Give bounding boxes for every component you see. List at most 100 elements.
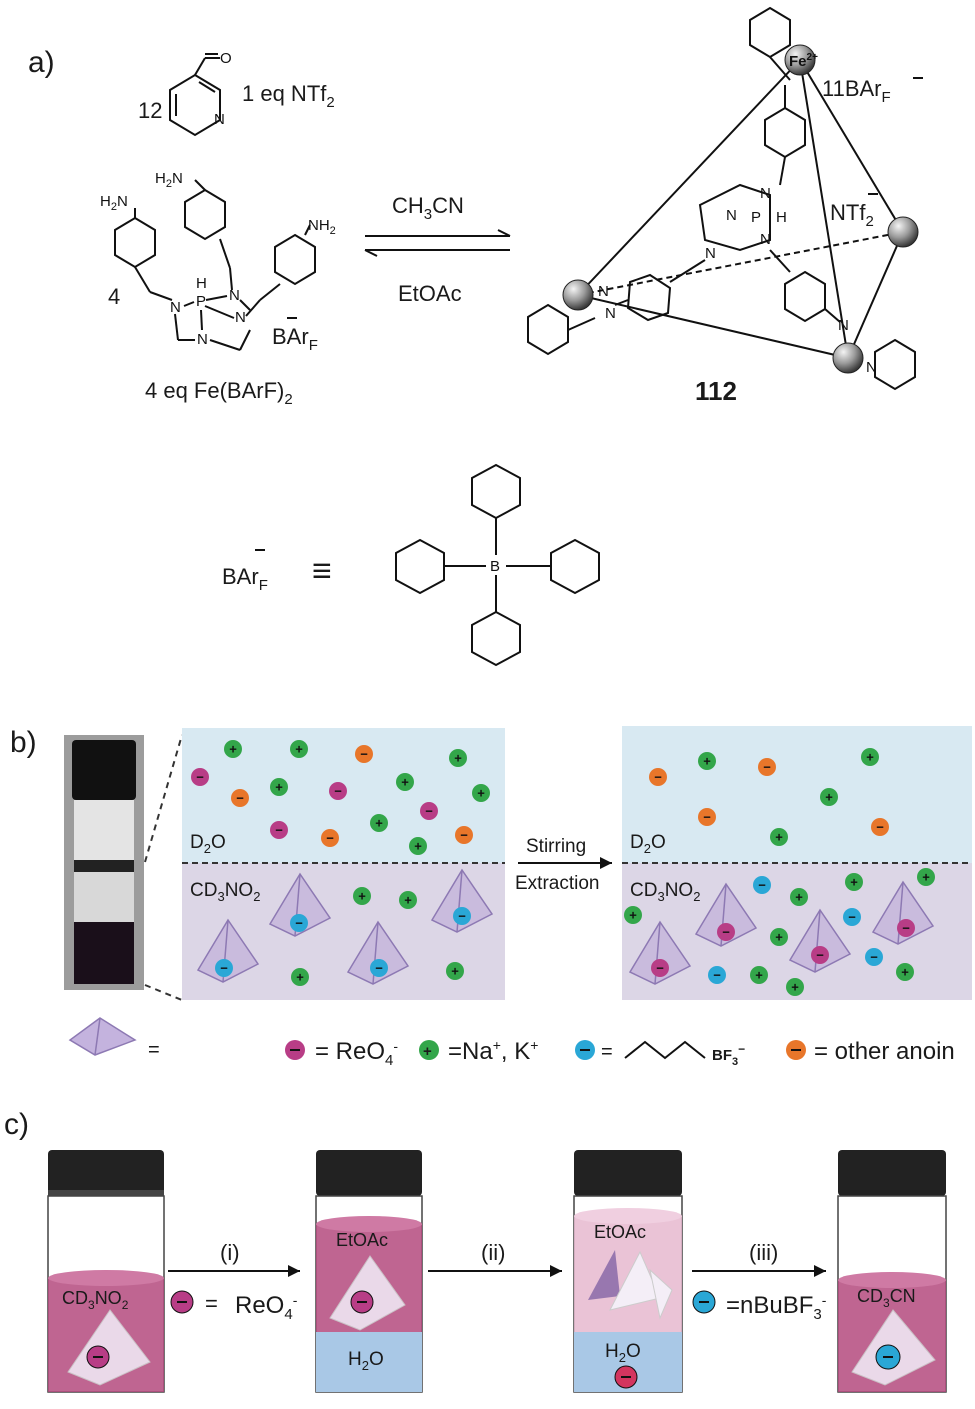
vial-cap [838, 1150, 946, 1196]
bond [183, 301, 195, 307]
zoom-line [144, 734, 183, 863]
ion-charge-sign: + [295, 742, 303, 757]
forward-solvent: CH3CN [392, 193, 464, 223]
cation-ion [449, 749, 467, 767]
bond [239, 329, 251, 351]
amine-group: H2N [100, 193, 128, 213]
cage-edge [799, 59, 849, 359]
cage-edge [799, 59, 904, 233]
ion-charge-sign: + [477, 786, 485, 801]
ion-charge-sign: − [816, 948, 824, 963]
aryl-ring [471, 463, 521, 520]
cage-legend-equals: = [148, 1039, 160, 1061]
cation-ion [896, 963, 914, 981]
reo4-legend-label: = ReO4- [315, 1038, 398, 1069]
ion-charge-sign: + [703, 754, 711, 769]
water-phase-label: D2O [630, 832, 666, 856]
step-iii: (iii) =nBuBF3- [692, 1240, 827, 1323]
bond [614, 299, 629, 306]
equivalence-symbol: ≡ [312, 552, 332, 590]
nitrogen-atom: N [229, 287, 240, 304]
ion-charge-sign: + [454, 751, 462, 766]
ion-charge-sign: − [656, 961, 664, 976]
pyridine-ring [749, 6, 791, 59]
panel-b: b) D2O CD3NO2 Stirring Extraction [10, 726, 972, 1069]
cage-hidden-edge [577, 231, 904, 296]
other-ion [355, 745, 373, 763]
other-ion [231, 789, 249, 807]
phosphorus-atom: P [196, 293, 206, 310]
ion-charge-sign: + [850, 875, 858, 890]
aryl-ring [626, 273, 672, 322]
ion-charge-sign: − [458, 909, 466, 924]
aryl-ring [184, 188, 226, 241]
cation-ion [396, 773, 414, 791]
ion-charge-sign: + [229, 742, 237, 757]
ion-charge-sign: + [775, 930, 783, 945]
vial-1: CD3NO2 [47, 1150, 165, 1393]
step-iii-label: (iii) [749, 1240, 778, 1265]
cage-fragment [609, 1250, 661, 1311]
reverse-solvent: EtOAc [398, 281, 462, 306]
reo4-ion [420, 802, 438, 820]
ion-charge-sign: − [870, 950, 878, 965]
bf3-ion [370, 959, 388, 977]
hydrogen-atom: H [196, 275, 207, 292]
panel-c: c) CD3NO2 (i) = ReO4- [4, 1108, 947, 1393]
reverse-arrowhead [364, 249, 378, 257]
boron-atom: B [490, 558, 500, 575]
fe-center-sphere [832, 342, 864, 374]
ion-charge-sign: − [848, 910, 856, 925]
vial-interface [74, 860, 134, 872]
other-ion [698, 808, 716, 826]
extraction-label: Extraction [515, 873, 599, 894]
ion-charge-sign: + [922, 870, 930, 885]
bond [769, 56, 791, 81]
ion-charge-sign: + [451, 964, 459, 979]
bond [204, 305, 235, 319]
organic-phase-label: CD3NO2 [190, 880, 260, 904]
ion-layer: ++−+−+−−++−+−−+−++−−−−+++−+−+−−+−++++−−−… [191, 740, 935, 996]
reo4-ion [811, 946, 829, 964]
cage-ntf2: NTf2 [830, 200, 874, 230]
cage-core [698, 183, 771, 252]
vial-cap [574, 1150, 682, 1196]
zoom-line [144, 984, 183, 1001]
ion-charge-sign: − [876, 820, 884, 835]
bond [200, 309, 203, 331]
bond [769, 249, 791, 273]
cage-edge [847, 231, 904, 359]
nitrogen-atom: N [838, 317, 849, 334]
ion-charge-sign: − [360, 747, 368, 762]
cation-ion [750, 966, 768, 984]
cage-edge [577, 59, 801, 296]
amine-group: NH2 [308, 217, 336, 237]
vial-3: EtOAc H2O [573, 1150, 683, 1393]
bond [304, 224, 311, 236]
nitrogen-atom: N [605, 305, 616, 322]
cation-ion [861, 748, 879, 766]
aryl-ring [764, 106, 806, 159]
barf-anion-label: BArF [272, 324, 318, 354]
nitrogen-atom: N [866, 359, 877, 376]
amine-group: H2N [155, 170, 183, 190]
vial-2-bottom-label: H2O [348, 1349, 384, 1373]
amine-coefficient: 4 [108, 284, 120, 309]
nitrogen-atom: N [197, 331, 208, 348]
ring-double-bond [198, 81, 216, 93]
ion-charge-sign: + [296, 970, 304, 985]
ion-charge-sign: + [358, 889, 366, 904]
step-ii: (ii) [428, 1240, 562, 1277]
ion-charge-sign: − [326, 831, 334, 846]
ion-charge-sign: − [425, 804, 433, 819]
butyl-chain [624, 1040, 706, 1060]
cation-ion [917, 868, 935, 886]
step-ii-label: (ii) [481, 1240, 505, 1265]
nitrogen-atom: N [705, 245, 716, 262]
cation-legend-label: =Na+, K+ [448, 1037, 538, 1065]
panel-b-legend: = = ReO4- + =Na+, K+ = BF3− = other anoi… [68, 1017, 955, 1069]
water-phase [316, 1332, 422, 1392]
other-ion [649, 768, 667, 786]
ion-charge-sign: − [334, 784, 342, 799]
